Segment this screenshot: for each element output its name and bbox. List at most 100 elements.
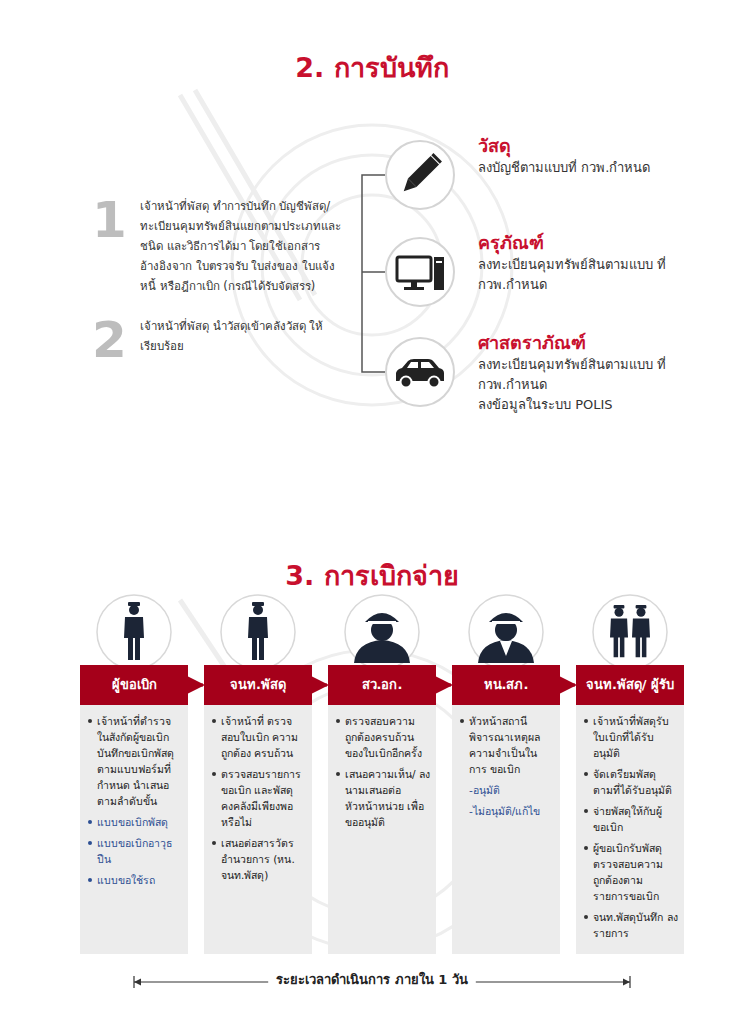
record-note: ลงทะเบียนคุมทรัพย์สินตามแบบ ที่ กวพ.กำหน… — [478, 355, 725, 395]
list-item: -ไม่อนุมัติ/แก้ไข — [458, 803, 554, 819]
icon-circle — [385, 140, 455, 210]
bullet-dot — [88, 719, 92, 723]
bullet-text: เสนอความเห็น/ ลงนามเสนอต่อ หัวหน้าหน่วย … — [345, 766, 430, 830]
bullet-dot — [584, 772, 588, 776]
bullet-text: แบบขอใช้รถ — [97, 872, 155, 888]
bullet-text: จนท.พัสดุบันทึก ลงรายการ — [593, 909, 678, 941]
list-item: เสนอความเห็น/ ลงนามเสนอต่อ หัวหน้าหน่วย … — [334, 766, 430, 830]
flow-arrow — [312, 684, 327, 687]
cap-band — [368, 621, 396, 624]
bullet-text: แบบขอเบิกอาวุธ ปืน — [97, 835, 182, 867]
bracket-lines — [362, 175, 385, 372]
section-title: 2. การบันทึก — [0, 52, 744, 83]
record-heading: ครุภัณฑ์ — [478, 231, 725, 255]
bullet-dot — [460, 719, 464, 723]
icon-circle — [469, 595, 543, 669]
step-header: จนท.พัสดุ — [204, 665, 312, 705]
list-item: แบบขอเบิกอาวุธ ปืน — [86, 835, 182, 867]
bullet-text: ตรวจสอบความ ถูกต้องครบถ้วน ของใบเบิกอีกค… — [345, 713, 430, 761]
list-item: จัดเตรียมพัสดุ ตามที่ได้รับอนุมัติ — [582, 766, 678, 798]
bullet-dot — [584, 809, 588, 813]
list-item: จนท.พัสดุบันทึก ลงรายการ — [582, 909, 678, 941]
timespan-label: ระยะเวลาดำเนินการ ภายใน 1 วัน — [0, 973, 744, 988]
header-text: ผู้ขอเบิก — [112, 677, 157, 693]
icon-circle — [385, 337, 455, 407]
officer-head — [129, 605, 139, 615]
bullet-dot — [88, 878, 92, 882]
list-item: จ่ายพัสดุให้กับผู้ ขอเบิก — [582, 803, 678, 835]
bullet-text: จ่ายพัสดุให้กับผู้ ขอเบิก — [593, 803, 678, 835]
indent — [458, 803, 469, 819]
officer-cap — [365, 613, 399, 622]
icon-circle — [221, 595, 295, 669]
step-header: ผู้ขอเบิก — [80, 665, 188, 705]
list-item: เสนอต่อสารวัตร อำนวยการ (หน. จนท.พัสดุ) — [210, 835, 306, 883]
bullet-text: เจ้าหน้าที่ตำรวจ ในสังกัดผู้ขอเบิก บันทึ… — [97, 713, 182, 809]
step-text: เจ้าหน้าที่พัสดุ ทำการบันทึก บัญชีพัสดุ/… — [140, 196, 345, 296]
record-type: วัสดุลงบัญชีตามแบบที่ กวพ.กำหนด — [385, 140, 725, 212]
step-detail-box: หัวหน้าสถานี พิจารณาเหตุผล ความจำเป็นในก… — [452, 705, 560, 954]
list-item: แบบขอเบิกพัสดุ — [86, 814, 182, 830]
bullet-dot — [88, 841, 92, 845]
record-type: ศาสตราภัณฑ์ลงทะเบียนคุมทรัพย์สินตามแบบ ท… — [385, 337, 725, 415]
icon-circle — [385, 237, 455, 307]
step-detail-box: เจ้าหน้าที่ตำรวจ ในสังกัดผู้ขอเบิก บันทึ… — [80, 705, 188, 954]
step-number: 2 — [92, 312, 132, 370]
icon-circle — [97, 595, 171, 669]
bullet-dot — [212, 719, 216, 723]
bullet-text: แบบขอเบิกพัสดุ — [97, 814, 168, 830]
record-text: ครุภัณฑ์ลงทะเบียนคุมทรัพย์สินตามแบบ ที่ … — [478, 231, 725, 295]
list-item: -อนุมัติ — [458, 782, 554, 798]
list-item: ผู้ขอเบิกรับพัสดุ ตรวจสอบความ ถูกต้องตาม… — [582, 840, 678, 904]
flow-arrow — [188, 684, 203, 687]
step-header: สว.อก. — [328, 665, 436, 705]
bullet-text: เจ้าหน้าที่ ตรวจสอบใบเบิก ความถูกต้อง คร… — [221, 713, 306, 761]
indent — [458, 782, 469, 798]
step-header: หน.สภ. — [452, 665, 560, 705]
bullet-dot — [584, 915, 588, 919]
officer-head — [637, 608, 646, 617]
section-title: 3. การเบิกจ่าย — [0, 560, 744, 591]
bullet-dot — [336, 719, 340, 723]
bullet-dot — [212, 841, 216, 845]
bullet-text: เจ้าหน้าที่พัสดุรับ ใบเบิกที่ได้รับ อนุม… — [593, 713, 678, 761]
officer-body — [354, 640, 410, 663]
list-item: เจ้าหน้าที่ตำรวจ ในสังกัดผู้ขอเบิก บันทึ… — [86, 713, 182, 809]
officer-cap — [489, 613, 523, 622]
bullet-text: หัวหน้าสถานี พิจารณาเหตุผล ความจำเป็นในก… — [469, 713, 554, 777]
officer-body — [610, 619, 628, 658]
bullet-dot — [212, 772, 216, 776]
officer-icons — [97, 595, 667, 669]
bullet-dot — [336, 772, 340, 776]
officer-body — [248, 617, 268, 660]
bullet-text: -อนุมัติ — [469, 782, 500, 798]
record-type: ครุภัณฑ์ลงทะเบียนคุมทรัพย์สินตามแบบ ที่ … — [385, 237, 725, 309]
list-item: เจ้าหน้าที่พัสดุรับ ใบเบิกที่ได้รับ อนุม… — [582, 713, 678, 761]
bullet-dot — [88, 820, 92, 824]
officer-body — [478, 640, 534, 663]
step-detail-box: เจ้าหน้าที่พัสดุรับ ใบเบิกที่ได้รับ อนุม… — [576, 705, 684, 954]
icon-circle — [345, 595, 419, 669]
bullet-dot — [584, 719, 588, 723]
officer-body — [632, 619, 650, 658]
record-note: ลงบัญชีตามแบบที่ กวพ.กำหนด — [478, 158, 725, 178]
step-number: 1 — [92, 192, 132, 250]
record-icon — [387, 339, 453, 405]
header-text: สว.อก. — [362, 677, 403, 693]
record-text: วัสดุลงบัญชีตามแบบที่ กวพ.กำหนด — [478, 134, 725, 178]
header-text: หน.สภ. — [484, 677, 529, 693]
bullet-text: ผู้ขอเบิกรับพัสดุ ตรวจสอบความ ถูกต้องตาม… — [593, 840, 678, 904]
list-item: แบบขอใช้รถ — [86, 872, 182, 888]
officer-head — [615, 608, 624, 617]
officer-head — [253, 605, 263, 615]
list-item: เจ้าหน้าที่ ตรวจสอบใบเบิก ความถูกต้อง คร… — [210, 713, 306, 761]
list-item: หัวหน้าสถานี พิจารณาเหตุผล ความจำเป็นในก… — [458, 713, 554, 777]
record-note: ลงทะเบียนคุมทรัพย์สินตามแบบ ที่ กวพ.กำหน… — [478, 255, 725, 295]
officer-collar — [500, 641, 512, 656]
bullet-text: ตรวจสอบรายการ ขอเบิก และพัสดุ คงคลังมีเพ… — [221, 766, 306, 830]
step-text: เจ้าหน้าที่พัสดุ นำวัสดุเข้าคลังวัสดุ ให… — [140, 316, 345, 356]
record-heading: ศาสตราภัณฑ์ — [478, 331, 725, 355]
record-icon — [387, 239, 453, 305]
bullet-text: เสนอต่อสารวัตร อำนวยการ (หน. จนท.พัสดุ) — [221, 835, 306, 883]
bracket-line — [362, 175, 385, 372]
